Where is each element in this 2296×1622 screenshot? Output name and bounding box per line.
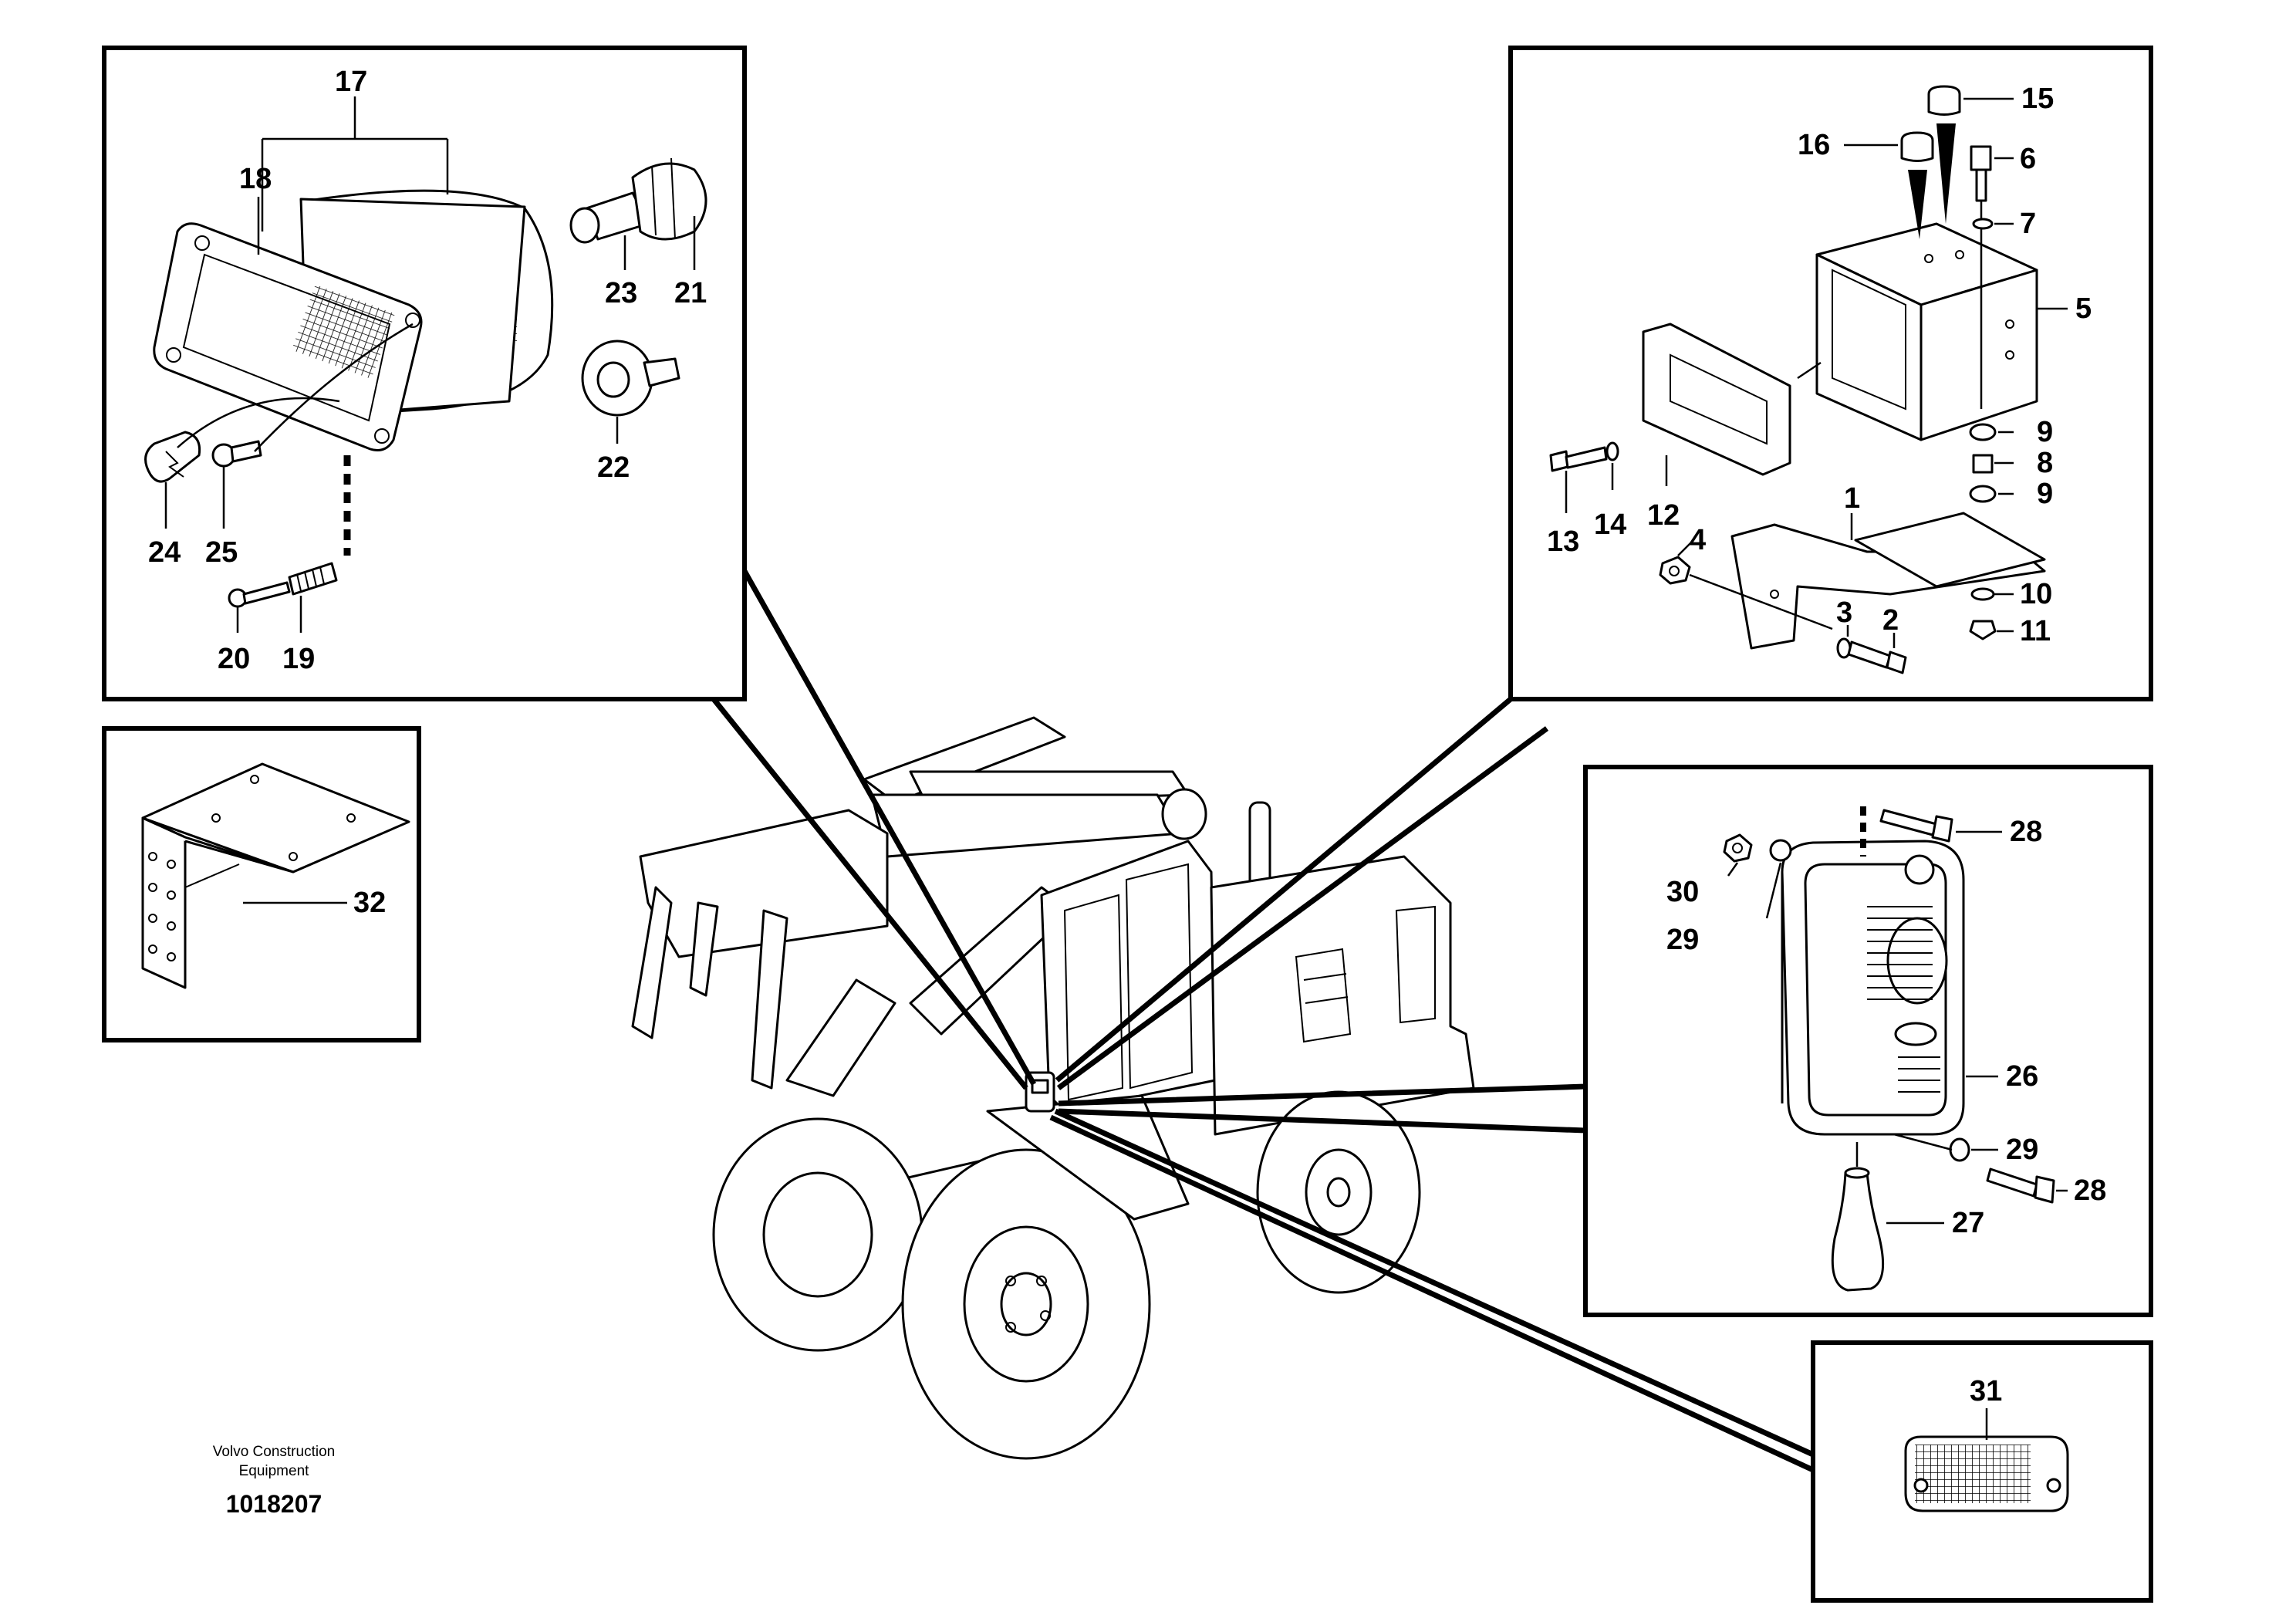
label-32: 32 <box>353 887 386 919</box>
label-6: 6 <box>2020 143 2036 175</box>
work-light-assembly: 17 18 23 21 22 24 25 20 19 <box>144 66 707 675</box>
label-5: 5 <box>2075 292 2092 325</box>
label-13: 13 <box>1547 525 1579 558</box>
bracket-assembly: 15 16 6 7 5 9 8 9 10 11 1 12 14 13 4 3 2 <box>1547 83 2092 674</box>
label-10: 10 <box>2020 578 2052 610</box>
label-22: 22 <box>597 451 630 484</box>
label-16: 16 <box>1798 129 1830 161</box>
label-21: 21 <box>674 277 707 309</box>
label-2: 2 <box>1882 604 1899 637</box>
label-9b: 9 <box>2037 478 2053 510</box>
label-12: 12 <box>1647 499 1680 532</box>
rear-lamp-assembly: 28 30 29 26 29 28 27 <box>1666 806 2106 1292</box>
caption-manufacturer-line1: Volvo Construction <box>213 1444 335 1460</box>
label-7: 7 <box>2020 208 2036 240</box>
label-30: 30 <box>1666 876 1699 908</box>
label-15: 15 <box>2021 83 2054 115</box>
label-4: 4 <box>1690 524 1706 556</box>
label-29a: 29 <box>1666 924 1699 956</box>
wheel-loader-illustration <box>631 716 1475 1460</box>
label-28b: 28 <box>2074 1174 2106 1207</box>
label-28a: 28 <box>2010 816 2042 848</box>
label-8: 8 <box>2037 447 2053 479</box>
callout-lines <box>711 569 1815 1473</box>
label-19: 19 <box>282 643 315 675</box>
label-1: 1 <box>1844 482 1860 515</box>
label-27: 27 <box>1952 1207 1984 1239</box>
angle-bracket-32: 32 <box>141 762 410 989</box>
label-14: 14 <box>1594 509 1626 541</box>
label-18: 18 <box>239 163 272 195</box>
label-17: 17 <box>335 66 367 98</box>
label-11: 11 <box>2020 615 2051 647</box>
label-31: 31 <box>1970 1375 2002 1407</box>
label-23: 23 <box>605 277 637 309</box>
caption-manufacturer-line2: Equipment <box>239 1463 310 1479</box>
label-26: 26 <box>2006 1060 2038 1093</box>
label-9a: 9 <box>2037 416 2053 448</box>
label-24: 24 <box>148 536 181 569</box>
reflector-31: 31 <box>1904 1375 2069 1512</box>
label-20: 20 <box>218 643 250 675</box>
document-number: 1018207 <box>226 1490 322 1518</box>
label-3: 3 <box>1836 596 1852 629</box>
label-29b: 29 <box>2006 1134 2038 1166</box>
caption-block: Volvo Construction Equipment 1018207 <box>213 1444 335 1518</box>
label-25: 25 <box>205 536 238 569</box>
